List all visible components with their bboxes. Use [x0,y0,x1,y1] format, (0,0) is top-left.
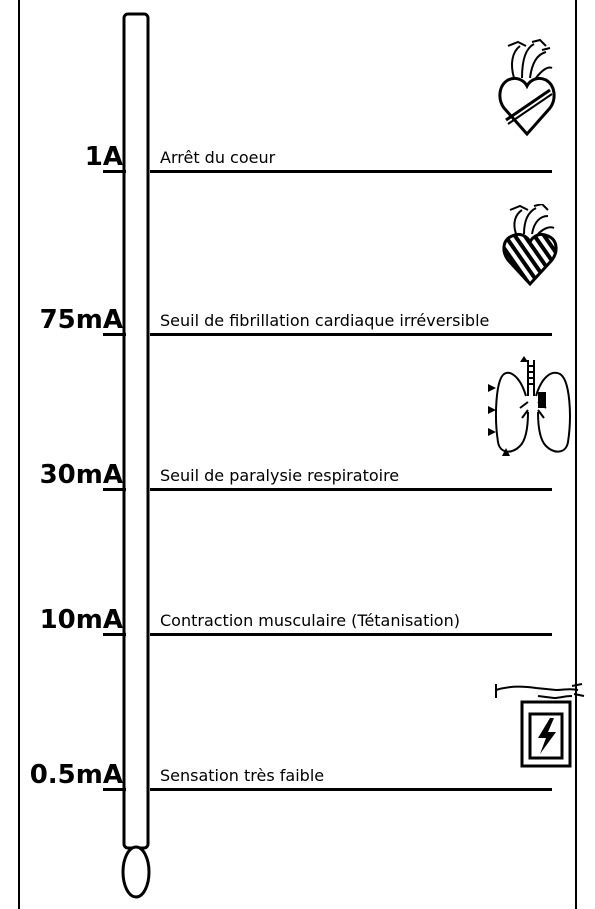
level-label: Seuil de paralysie respiratoire [160,466,400,485]
hand-shock-icon [495,683,585,768]
level-value: 10mA [39,605,123,635]
level-rule [150,633,552,636]
scale-tube-body [122,12,150,850]
level-tick [103,633,126,636]
level-label: Sensation très faible [160,766,325,785]
level-tick [103,170,126,173]
lungs-icon [488,356,571,456]
level-value: 0.5mA [29,760,123,790]
level-rule [150,488,552,491]
heart-stopped-icon [498,38,556,137]
level-tick [103,788,126,791]
level-value: 1A [84,142,123,172]
frame-right-border [575,0,577,909]
level-rule [150,788,552,791]
level-value: 30mA [39,460,123,490]
level-label: Contraction musculaire (Tétanisation) [160,611,460,630]
level-label: Arrêt du coeur [160,148,276,167]
level-value: 75mA [39,305,123,335]
frame-left-border [18,0,20,909]
level-label: Seuil de fibrillation cardiaque irrévers… [160,311,490,330]
scale-tube-bulb [121,845,151,899]
level-tick [103,333,126,336]
level-rule [150,170,552,173]
heart-fibrillation-icon [502,204,558,286]
level-rule [150,333,552,336]
level-tick [103,488,126,491]
